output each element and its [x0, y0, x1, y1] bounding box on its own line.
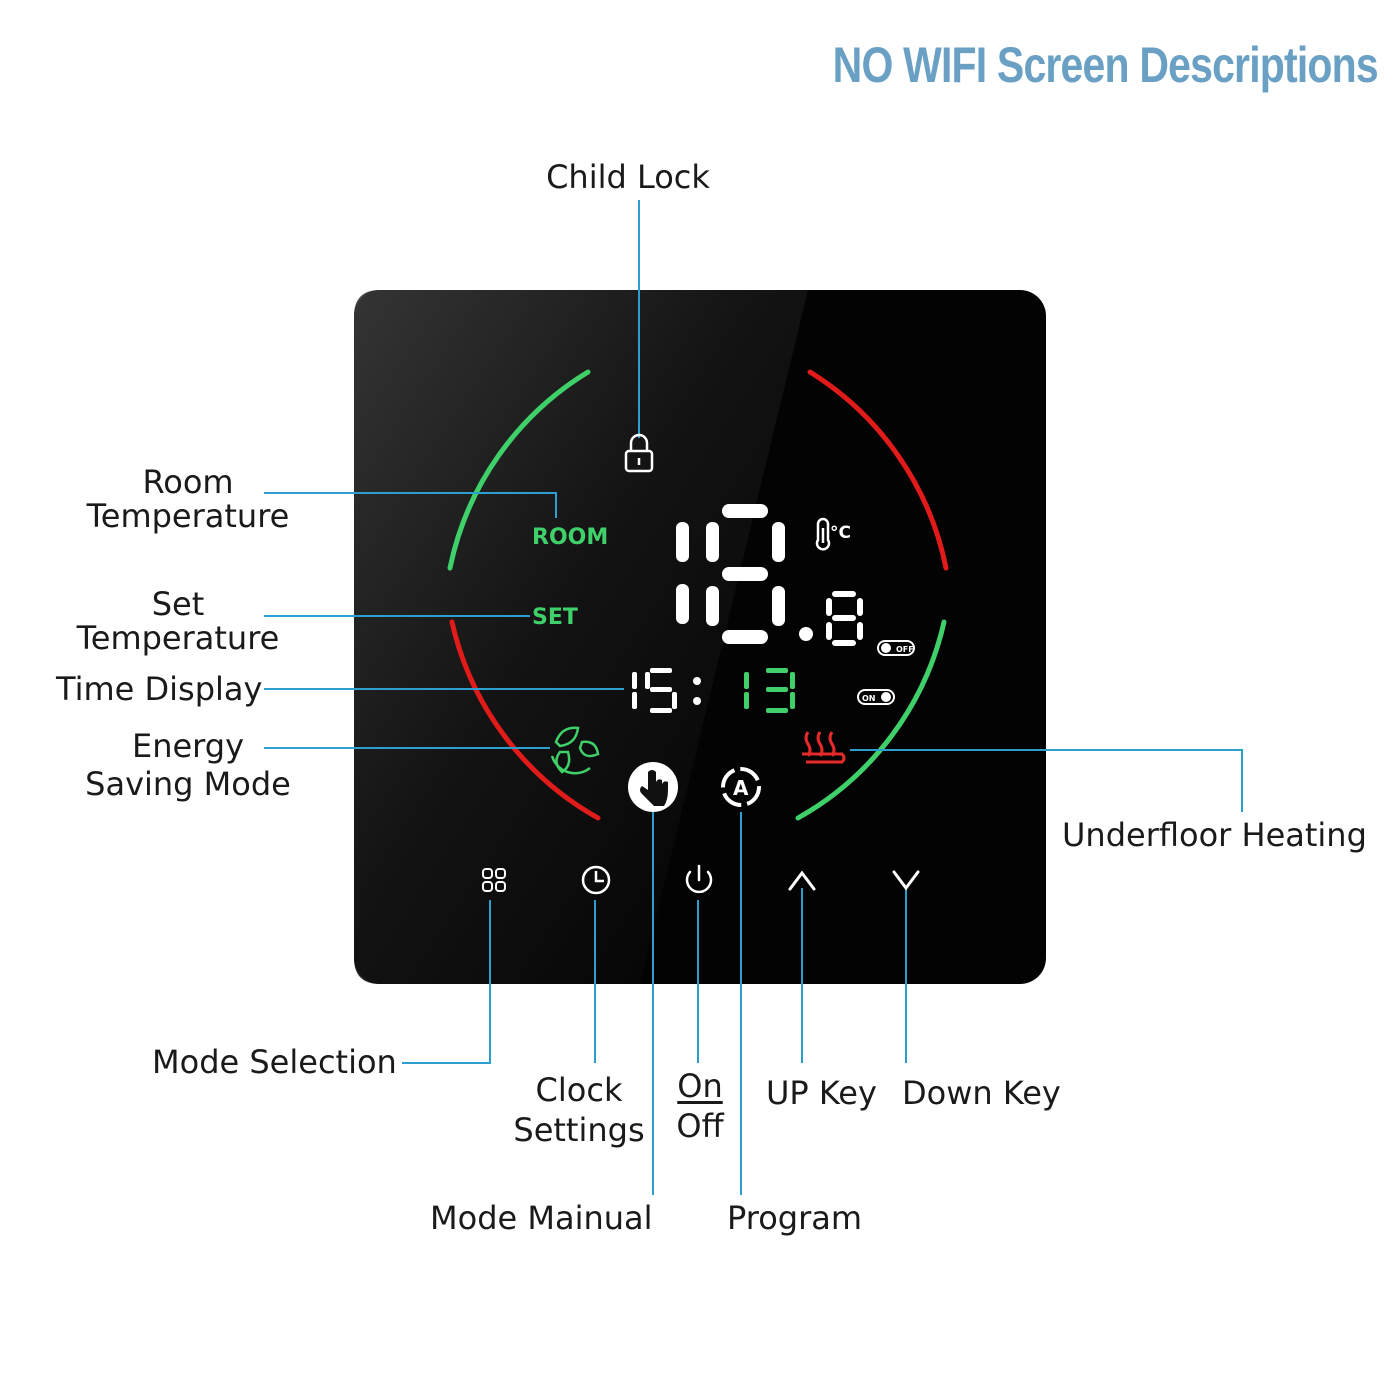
- label-energy-saving-line2: Saving Mode: [85, 765, 291, 803]
- label-energy-saving-line1: Energy: [131, 727, 245, 765]
- label-on-off: On Off: [666, 1066, 734, 1146]
- label-clock-settings-line1: Clock: [535, 1071, 623, 1109]
- set-tag: SET: [532, 605, 578, 630]
- leader-mode-selection: [402, 900, 491, 1064]
- chevron-up-icon[interactable]: [788, 870, 816, 891]
- thermostat-panel: [354, 290, 1046, 984]
- clock-icon[interactable]: [581, 865, 611, 895]
- label-on: On: [677, 1067, 723, 1105]
- ring-right-red: [807, 369, 949, 571]
- label-set-temperature-line1: Set: [151, 585, 205, 623]
- leader-room-temperature: [264, 492, 557, 518]
- grid-mode-icon[interactable]: [482, 868, 506, 892]
- leader-underfloor-heating: [850, 749, 1243, 812]
- label-room-temperature-line2: Temperature: [86, 497, 290, 535]
- label-clock-settings: Clock Settings: [505, 1070, 653, 1150]
- power-icon[interactable]: [685, 864, 713, 894]
- time-display: [632, 668, 795, 713]
- label-up-key: UP Key: [766, 1074, 877, 1112]
- off-badge-text: OFF: [896, 645, 914, 654]
- thermometer-icon: [815, 517, 831, 551]
- unit-label: °C: [830, 523, 851, 543]
- program-cycle-icon[interactable]: A: [721, 767, 761, 807]
- label-off: Off: [676, 1107, 724, 1145]
- lock-icon[interactable]: [624, 433, 654, 473]
- ring-left-green: [447, 369, 591, 571]
- label-time-display: Time Display: [56, 670, 263, 708]
- underfloor-heating-icon: [802, 731, 846, 764]
- label-program: Program: [727, 1199, 863, 1237]
- room-tag: ROOM: [532, 525, 608, 550]
- leader-lines: [264, 200, 1243, 1195]
- label-set-temperature-line2: Temperature: [76, 619, 280, 657]
- label-mode-manual: Mode Mainual: [430, 1199, 653, 1237]
- label-underfloor-heating: Underfloor Heating: [1062, 816, 1367, 854]
- label-room-temperature-line1: Room: [142, 463, 234, 501]
- ring-left-red: [449, 619, 601, 821]
- label-mode-selection: Mode Selection: [152, 1043, 397, 1081]
- label-set-temperature: Set Temperature: [70, 587, 286, 655]
- on-badge: ON: [857, 689, 895, 705]
- label-clock-settings-line2: Settings: [513, 1111, 645, 1149]
- on-badge-text: ON: [862, 694, 876, 703]
- hand-manual-icon[interactable]: [628, 762, 678, 812]
- chevron-down-icon[interactable]: [892, 870, 920, 891]
- leaf-cycle-icon: [550, 726, 600, 775]
- temperature-display: [676, 504, 863, 646]
- off-badge: OFF: [877, 640, 915, 656]
- program-badge: A: [733, 776, 749, 800]
- diagram-title: NO WIFI Screen Descriptions: [832, 37, 1379, 93]
- ring-right-green: [795, 619, 947, 821]
- label-room-temperature: Room Temperature: [80, 465, 296, 533]
- label-child-lock: Child Lock: [546, 158, 710, 196]
- label-energy-saving: Energy Saving Mode: [78, 727, 298, 803]
- label-down-key: Down Key: [902, 1074, 1061, 1112]
